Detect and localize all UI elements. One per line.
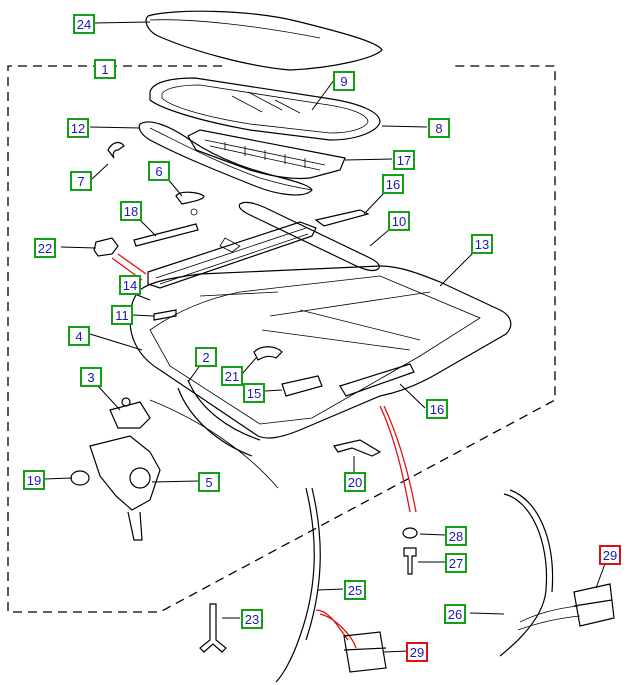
callout-29-front[interactable]: 29 [406,642,428,662]
callout-11[interactable]: 11 [111,305,133,325]
clip [107,141,125,159]
bolt [403,547,417,575]
callout-28[interactable]: 28 [445,526,467,546]
callout-26[interactable]: 26 [444,604,466,624]
callout-8[interactable]: 8 [428,118,450,138]
callout-7[interactable]: 7 [70,171,92,191]
callout-19[interactable]: 19 [23,470,45,490]
callout-13[interactable]: 13 [471,234,493,254]
callout-16-lower[interactable]: 16 [426,399,448,419]
callout-4[interactable]: 4 [68,326,90,346]
callout-5[interactable]: 5 [198,472,220,492]
callout-14[interactable]: 14 [119,275,141,295]
small-seal [153,309,177,321]
cable-guide [175,191,205,205]
motor-bracket [109,401,151,429]
headliner-panel [145,10,383,71]
nut [70,470,90,486]
callout-22[interactable]: 22 [34,238,56,258]
cable-tube [177,379,261,457]
t-handle [199,603,227,653]
callout-23[interactable]: 23 [241,609,263,629]
main-frame [129,265,512,439]
side-rail-rear [314,209,370,227]
guide-track [147,221,317,289]
callout-15[interactable]: 15 [243,383,265,403]
callout-17[interactable]: 17 [393,150,415,170]
callout-24[interactable]: 24 [73,14,95,34]
callout-3[interactable]: 3 [80,367,102,387]
part-21 [253,346,283,361]
callout-2[interactable]: 2 [195,347,217,367]
callout-18[interactable]: 18 [120,201,142,221]
washer [402,527,418,539]
assembly-boundary [7,65,556,613]
callout-6[interactable]: 6 [148,161,170,181]
clip-20 [333,439,382,457]
bracket [93,237,119,257]
drain-tube-rear [499,489,554,657]
callout-1[interactable]: 1 [94,59,116,79]
motor [89,435,161,511]
side-rail [238,201,380,272]
callout-12[interactable]: 12 [67,118,89,138]
lower-rail [339,363,415,397]
callout-16-upper[interactable]: 16 [382,174,404,194]
callout-29-rear[interactable]: 29 [599,545,621,565]
callout-25[interactable]: 25 [344,580,366,600]
callout-20[interactable]: 20 [344,472,366,492]
callout-9[interactable]: 9 [333,71,355,91]
drain-tube-front [275,487,321,683]
part-15 [281,375,323,397]
drain-clip-front [343,631,387,673]
strip [133,223,199,247]
callout-10[interactable]: 10 [388,211,410,231]
sunshade [187,129,346,180]
callout-21[interactable]: 21 [221,366,243,386]
callout-27[interactable]: 27 [445,553,467,573]
deflector [138,121,313,196]
drain-clip-rear [573,583,615,627]
glass-panel [149,77,381,141]
